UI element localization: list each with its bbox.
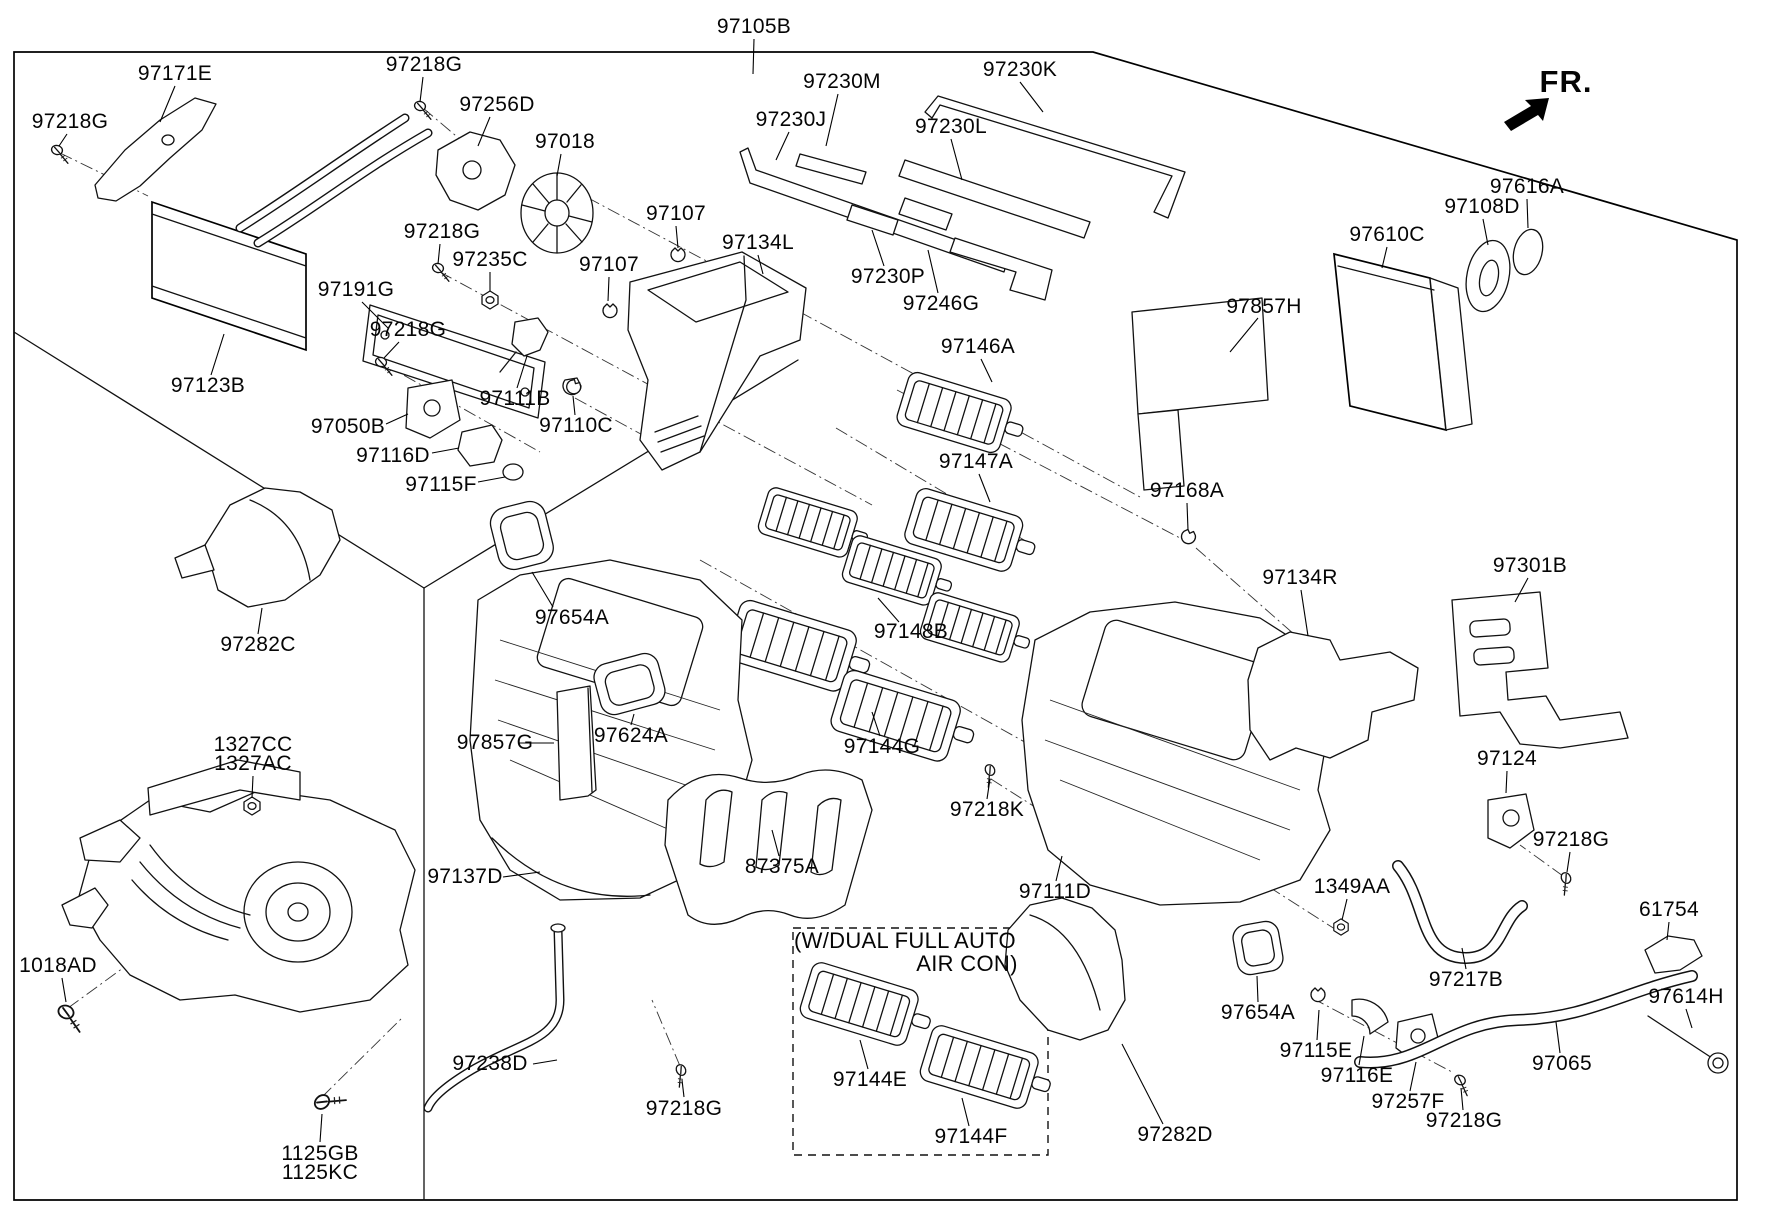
fan-part [520,172,594,254]
outer-border [13,51,1738,1201]
evaporator-part [1333,252,1473,432]
pipe-grommet-part [1465,228,1544,313]
rear-duct-right-part [1004,897,1126,1041]
motor-bracket-part [435,131,516,211]
seed-heater-panel-part [362,304,546,419]
insulation-pads-part [489,500,666,801]
heater-core-part [151,113,433,352]
heater-case-right-part [1021,601,1419,976]
upper-duct-case-part [627,251,807,471]
rear-duct-left-part [174,487,341,608]
evaporator-cover-part [1131,297,1269,491]
water-valve-part [1644,935,1703,974]
under-shield-part [664,769,873,925]
region-separators [13,331,799,1201]
air-doors-part [723,369,1043,771]
leader-lines [58,38,1693,1143]
heater-hoses-part [1354,860,1729,1074]
heater-bracket-part [94,97,217,202]
fr-direction-arrow [1504,98,1549,131]
controller-bracket-part [1451,591,1629,749]
drain-pipe-part [423,923,566,1113]
seal-rails-part [739,95,1186,301]
assembled-heater-unit-part [61,759,416,1013]
dual-full-auto-option-box [792,927,1049,1156]
